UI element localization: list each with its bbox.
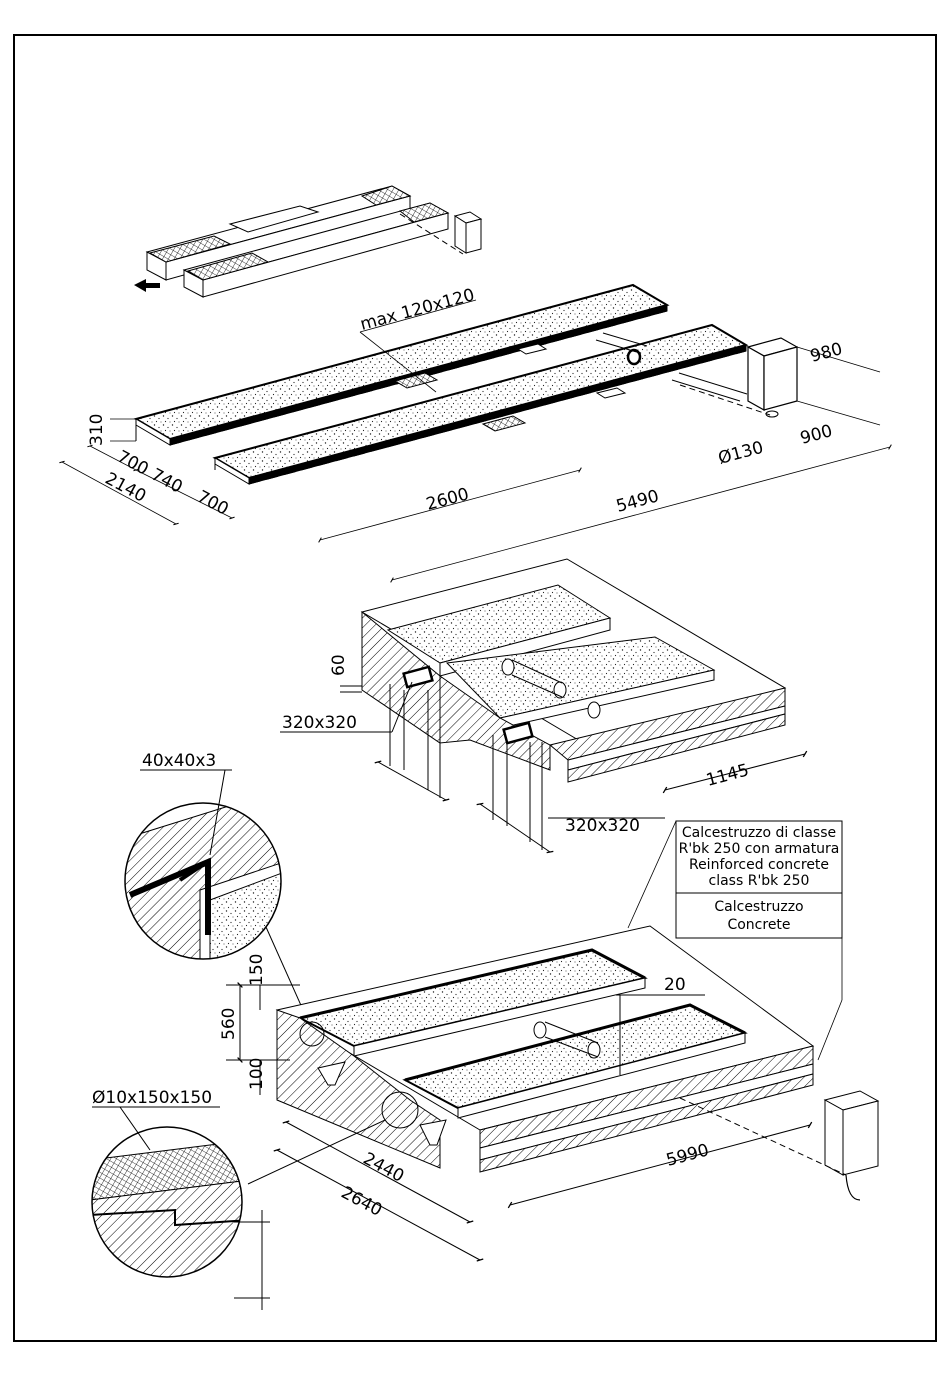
dim-edge-gap: 20 — [664, 975, 686, 995]
dim-box-offset: 900 — [798, 421, 835, 449]
dim-inner-width: 2440 — [360, 1149, 408, 1187]
dim-top-layer: 150 — [247, 954, 267, 986]
legend-plain-1: Calcestruzzo — [714, 899, 803, 915]
plan-view — [62, 285, 890, 580]
label-mesh: Ø10x150x150 — [92, 1088, 212, 1108]
entry-arrow-icon — [134, 279, 160, 292]
dim-total-height: 560 — [219, 1008, 239, 1040]
label-angle-profile: 40x40x3 — [142, 751, 216, 771]
middle-section — [280, 559, 805, 852]
detail-angle-profile — [120, 770, 312, 1030]
dim-pipe-diameter: Ø130 — [716, 438, 765, 469]
dim-total-length: 5490 — [614, 486, 661, 517]
dim-pit-depth: 310 — [87, 414, 107, 446]
legend-plain-2: Concrete — [727, 917, 790, 933]
dim-grate-a: 320x320 — [282, 713, 357, 733]
legend-reinforced-2: R'bk 250 con armatura — [679, 841, 840, 857]
dim-pit-run: 2600 — [424, 484, 471, 515]
legend-reinforced-1: Calcestruzzo di classe — [682, 825, 836, 841]
overview-lift — [147, 186, 481, 297]
dim-box-depth: 980 — [808, 339, 845, 367]
dim-section-width: 1145 — [704, 760, 751, 791]
dim-outer-width: 2640 — [338, 1183, 386, 1221]
detail-mesh — [90, 1107, 270, 1310]
dim-step: 60 — [329, 654, 349, 676]
bottom-section — [226, 926, 878, 1260]
dim-edge-b: 740 — [148, 465, 186, 498]
dim-base-layer: 100 — [247, 1058, 267, 1090]
dim-grate-b: 320x320 — [565, 816, 640, 836]
dim-max-opening: max 120x120 — [358, 285, 477, 335]
legend-reinforced-4: class R'bk 250 — [709, 873, 810, 889]
dim-section-length: 5990 — [664, 1140, 711, 1171]
legend-reinforced-3: Reinforced concrete — [689, 857, 829, 873]
